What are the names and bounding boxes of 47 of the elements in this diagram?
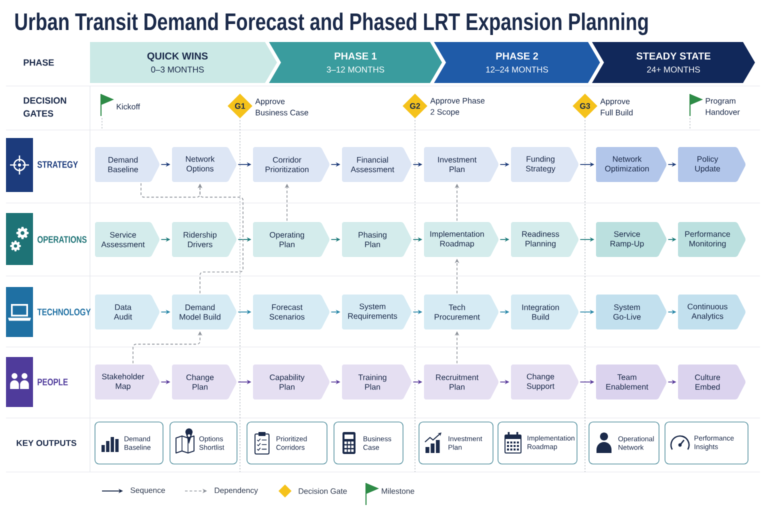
process-step: Forecast Scenarios [253, 294, 330, 330]
lane-label: PEOPLE [38, 378, 68, 386]
process-step: Integration Build [511, 294, 578, 330]
gate-caption: Approve Phase 2 Scope [430, 98, 485, 116]
process-step: Phasing Plan [342, 222, 412, 257]
process-step: Team Enablement [596, 364, 666, 400]
process-step: Readiness Planning [511, 222, 578, 257]
process-step: Stakeholder Map [95, 364, 160, 400]
process-step: Recruitment Plan [424, 364, 498, 400]
process-step: Network Options [172, 147, 236, 182]
row-header: PHASE [24, 59, 54, 66]
lane-label: STRATEGY [37, 161, 78, 168]
process-step: Policy Update [678, 147, 746, 182]
process-step: Change Support [511, 364, 578, 400]
milestone-label: Kickoff [116, 104, 140, 110]
process-step: Tech Procurement [424, 294, 498, 330]
process-step: Change Plan [172, 364, 236, 400]
process-step: Demand Model Build [172, 294, 236, 330]
process-step: Capability Plan [253, 364, 330, 400]
process-step: Data Audit [95, 294, 160, 330]
gate-caption: Approve Business Case [255, 98, 308, 116]
process-step: Demand Baseline [95, 147, 160, 182]
phase-banner: STEADY STATE 24+ MONTHS [592, 42, 755, 83]
row-header: KEY OUTPUTS [16, 440, 76, 446]
gate-caption: Approve Full Build [600, 98, 633, 116]
process-step: Training Plan [342, 364, 412, 400]
process-step: System Go-Live [596, 294, 666, 330]
process-step: Performance Monitoring [678, 222, 746, 257]
phase-banner: PHASE 2 12–24 MONTHS [434, 42, 600, 83]
milestone-label: Program Handover [706, 98, 740, 115]
process-step: Investment Plan [424, 147, 498, 182]
phase-banner: PHASE 1 3–12 MONTHS [269, 42, 442, 83]
title: Urban Transit Demand Forecast and Phased LRT Expansion Planning [15, 12, 648, 36]
process-step: Financial Assessment [342, 147, 412, 182]
process-step: Culture Embed [678, 364, 746, 400]
phase-banner: QUICK WINS 0–3 MONTHS [90, 42, 277, 83]
process-step: Network Optimization [596, 147, 666, 182]
process-step: Funding Strategy [511, 147, 578, 182]
row-header: DECISION GATES [24, 97, 66, 117]
process-step: Corridor Prioritization [253, 147, 330, 182]
process-step: Ridership Drivers [172, 222, 236, 257]
process-step: Implementation Roadmap [424, 222, 498, 257]
process-step: Operating Plan [253, 222, 330, 257]
process-step: System Requirements [342, 294, 412, 330]
process-step: Service Assessment [95, 222, 160, 257]
process-step: Service Ramp-Up [596, 222, 666, 257]
process-step: Continuous Analytics [678, 294, 746, 330]
